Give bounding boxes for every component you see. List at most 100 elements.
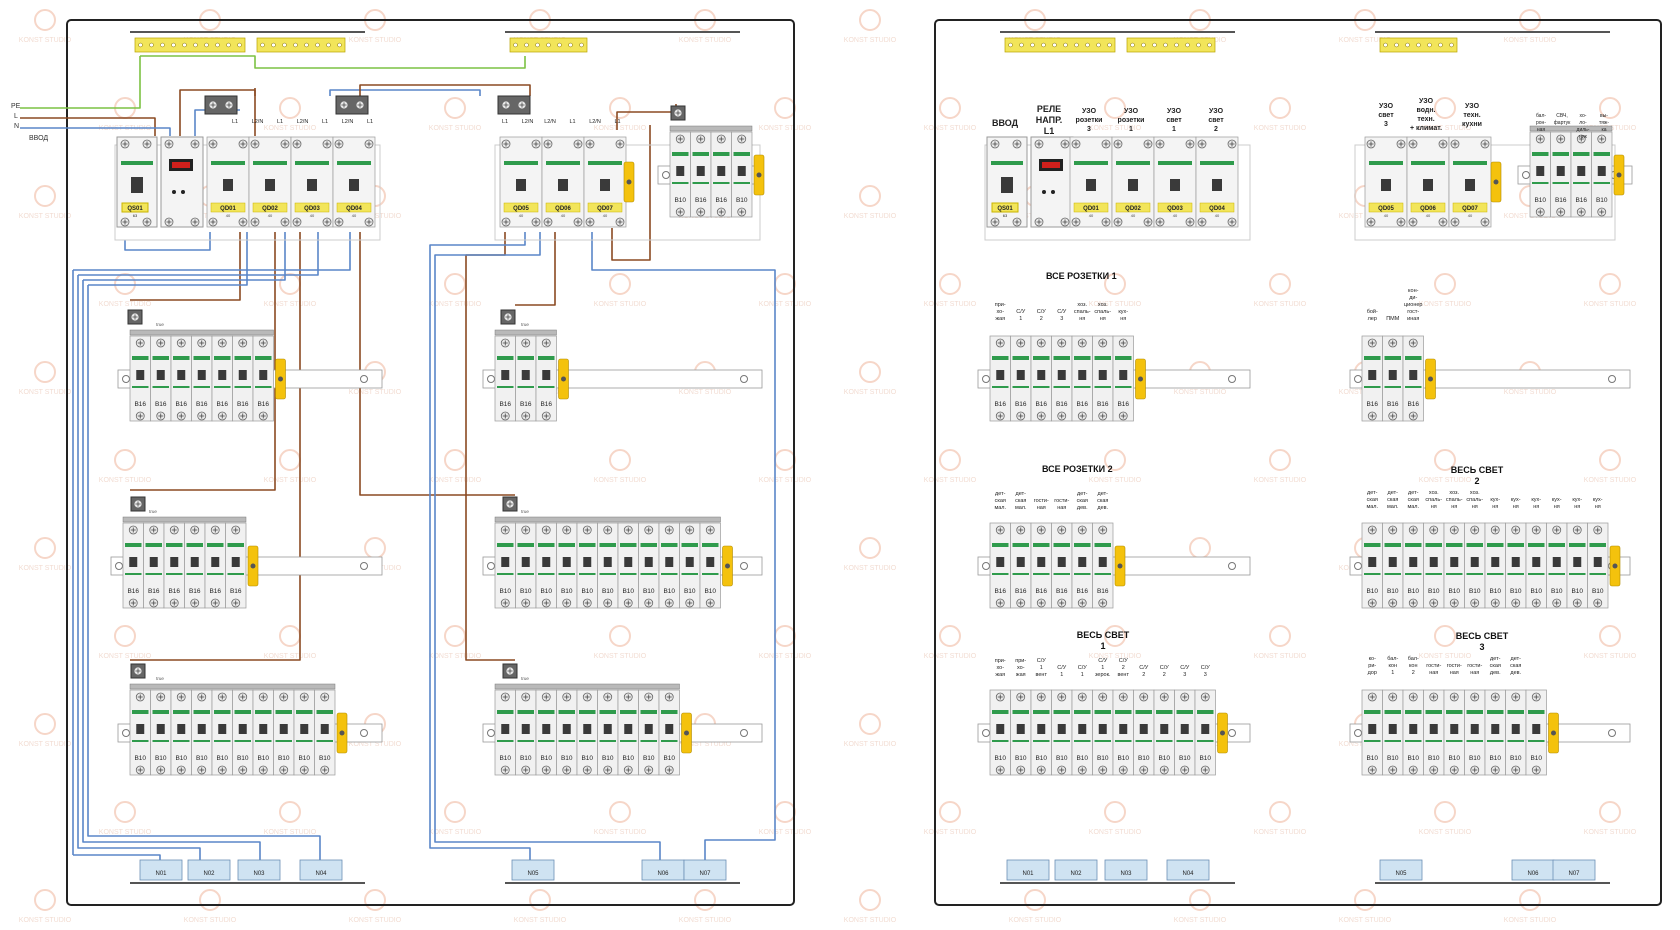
circuit-label: кон — [1409, 663, 1418, 669]
circuit-label: 3 — [1060, 316, 1063, 322]
breaker-brand-strip — [599, 710, 616, 714]
feed-vvod-label: ВВОД — [29, 135, 48, 142]
clamp-screw-icon — [684, 730, 689, 736]
breaker-toggle — [1409, 557, 1418, 567]
screw-slot-icon — [1115, 141, 1121, 147]
breaker-indicator — [1074, 740, 1091, 742]
breaker-rating: B10 — [1428, 588, 1440, 595]
breaker-indicator — [1115, 386, 1132, 388]
screw-slot-icon — [226, 102, 232, 108]
terminal-hole-icon — [1394, 42, 1399, 48]
watermark-text: KONST STUDIO — [679, 37, 732, 44]
neutral-terminal-block — [1006, 859, 1050, 881]
breaker-rating: B10 — [1469, 588, 1481, 595]
breaker-rating: B10 — [1366, 755, 1378, 762]
breaker-rating: B10 — [1097, 755, 1109, 762]
column-header: свет — [1166, 117, 1182, 124]
breaker-toggle — [320, 724, 329, 734]
terminal-hole-icon — [1041, 42, 1046, 48]
breaker-rating: B10 — [1551, 588, 1563, 595]
screw-slot-icon — [357, 102, 363, 108]
breaker-indicator — [1446, 573, 1463, 575]
watermark-text: KONST STUDIO — [1419, 653, 1472, 660]
screw-slot-icon — [1157, 219, 1163, 225]
phase-label: L2/N — [589, 119, 601, 125]
breaker-brand-strip — [296, 710, 313, 714]
breaker-toggle — [676, 166, 685, 176]
breaker-rating: B16 — [1097, 588, 1109, 595]
watermark-logo-icon — [114, 273, 136, 295]
watermark-text: KONST STUDIO — [594, 477, 647, 484]
circuit-label: дет- — [1077, 491, 1088, 497]
breaker-rating: B16 — [155, 401, 167, 408]
breaker-indicator — [1487, 740, 1504, 742]
screw-slot-icon — [144, 141, 150, 147]
screw-slot-icon — [1018, 767, 1024, 773]
watermark-logo-icon — [1269, 97, 1291, 119]
watermark-logo-icon — [1434, 801, 1456, 823]
screw-slot-icon — [587, 219, 593, 225]
terminal-hole-icon — [1438, 42, 1443, 48]
screw-slot-icon — [523, 340, 529, 346]
breaker-rating: B10 — [298, 755, 310, 762]
breaker-indicator — [1012, 573, 1029, 575]
circuit-label: хо- — [996, 309, 1004, 315]
screw-slot-icon — [666, 767, 672, 773]
screw-slot-icon — [1537, 209, 1543, 215]
screw-slot-icon — [1472, 694, 1478, 700]
watermark-text: KONST STUDIO — [1254, 653, 1307, 660]
voltage-relay — [160, 136, 204, 228]
breaker-toggle — [1160, 724, 1169, 734]
circuit-label: С/У — [1016, 309, 1026, 315]
breaker-toggle — [717, 166, 726, 176]
watermark-text: KONST STUDIO — [844, 741, 897, 748]
breaker-indicator — [620, 573, 637, 575]
rcd-label-tag — [1368, 202, 1404, 213]
screw-slot-icon — [698, 209, 704, 215]
rcd-toggle — [1170, 179, 1180, 191]
breaker-rating: B10 — [643, 755, 655, 762]
terminal-hole-icon — [1130, 42, 1135, 48]
screw-slot-icon — [158, 767, 164, 773]
breaker-indicator — [579, 740, 596, 742]
breaker-brand-strip — [1176, 710, 1193, 714]
rcd-sub-label: 40 — [561, 213, 566, 218]
screw-slot-icon — [1141, 767, 1147, 773]
screw-slot-icon — [130, 600, 136, 606]
column-header: тяж- — [1599, 120, 1609, 126]
screw-slot-icon — [666, 600, 672, 606]
breaker-rating: B10 — [1407, 755, 1419, 762]
screw-slot-icon — [1492, 600, 1498, 606]
rcd-sub-label: 40 — [519, 213, 524, 218]
screw-slot-icon — [341, 102, 347, 108]
watermark-text: KONST STUDIO — [844, 37, 897, 44]
comb-busbar — [669, 125, 753, 132]
breaker-rating: B10 — [643, 588, 655, 595]
breaker-toggle — [1577, 166, 1586, 176]
breaker-toggle — [279, 724, 288, 734]
watermark-logo-icon — [34, 9, 56, 31]
watermark-logo-icon — [1189, 537, 1211, 559]
phase-wire — [20, 117, 156, 136]
rcd-sub-label: 40 — [1131, 213, 1136, 218]
rail-hole-icon — [1228, 562, 1236, 570]
rail-hole-icon — [1354, 375, 1362, 383]
terminal-hole-icon — [1052, 42, 1057, 48]
pe-wire — [140, 55, 526, 69]
watermark-text: KONST STUDIO — [1089, 829, 1142, 836]
screw-slot-icon — [503, 102, 509, 108]
screw-slot-icon — [1369, 413, 1375, 419]
rail-hole-icon — [122, 729, 130, 737]
breaker-rating: B10 — [1428, 755, 1440, 762]
watermark-logo-icon — [364, 537, 386, 559]
breaker-rating: B16 — [1015, 588, 1027, 595]
watermark-text: KONST STUDIO — [99, 653, 152, 660]
breaker-indicator — [275, 740, 292, 742]
breaker-toggle — [197, 370, 206, 380]
rcd-toggle — [600, 179, 610, 191]
breaker-toggle — [300, 724, 309, 734]
screw-slot-icon — [282, 141, 288, 147]
circuit-label: дет- — [1367, 490, 1378, 496]
circuit-label: спаль- — [1074, 309, 1091, 315]
screw-slot-icon — [1390, 600, 1396, 606]
